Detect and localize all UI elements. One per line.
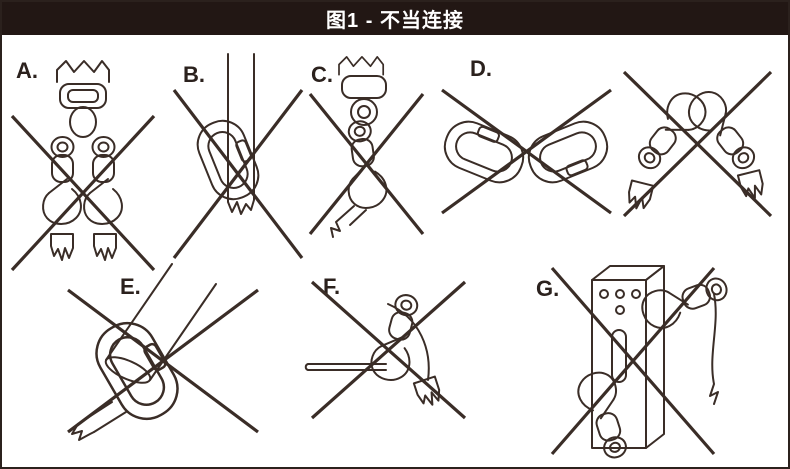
torn-webbing-icon <box>56 60 110 83</box>
cross-mark <box>67 288 259 434</box>
figure-label-b: B. <box>183 62 205 87</box>
bracket-hole-icon <box>615 289 625 299</box>
figure-label-d: D. <box>470 56 492 81</box>
cross-mark <box>308 92 425 236</box>
snap-hook-icon <box>627 84 714 179</box>
illustration-d-carabiners-linked-icon <box>436 88 616 215</box>
illustration-f-hook-on-thin-rod-icon <box>304 280 467 420</box>
carabiner-icon <box>520 113 616 191</box>
figure-label-g: G. <box>536 276 560 301</box>
d-ring-icon <box>69 106 97 138</box>
figure-label-f: F. <box>323 274 341 299</box>
snap-hook-icon <box>680 84 766 179</box>
bracket-hole-icon <box>599 289 609 299</box>
torn-webbing-icon <box>338 55 385 76</box>
buckle-icon <box>341 75 387 99</box>
bracket-hole-icon <box>631 289 641 299</box>
bracket-slot-icon <box>611 329 627 383</box>
panel-d-right <box>614 64 779 224</box>
pipe-icon <box>149 283 217 381</box>
frayed-strap-icon <box>624 179 655 213</box>
illustration-c-hook-on-swivel-icon <box>308 55 425 238</box>
cross-mark <box>622 70 773 218</box>
pipe-end-icon <box>104 356 152 384</box>
cord-icon <box>709 293 719 405</box>
carabiner-icon <box>436 113 532 191</box>
figure-label-a: A. <box>16 58 38 83</box>
illustration-e-carabiner-on-pipe-icon <box>67 263 259 441</box>
panel-d-left <box>434 84 619 219</box>
illustration-b-carabiner-on-strap-icon <box>172 53 304 259</box>
illustration-g-hook-on-bracket-icon <box>550 265 734 464</box>
bracket-hole-icon <box>615 305 625 315</box>
panel-b <box>168 53 308 264</box>
webbing-strap-icon <box>227 53 255 215</box>
cross-mark <box>441 88 612 215</box>
panel-c <box>304 54 429 239</box>
carabiner-icon <box>84 311 190 431</box>
panel-g <box>524 258 734 464</box>
buckle-slot-icon <box>67 89 99 103</box>
beam-top-face-icon <box>591 265 665 281</box>
illustration-a-double-hooks-on-harness-icon <box>10 60 156 272</box>
cross-mark <box>10 114 156 272</box>
frayed-strap-icon <box>93 233 117 261</box>
pipe-icon <box>105 263 173 361</box>
figure-label-e: E. <box>120 274 141 299</box>
illustration-d-hooks-interlocked-icon <box>622 70 773 218</box>
snap-hook-icon <box>42 136 82 225</box>
cross-mark <box>550 266 716 456</box>
cross-mark <box>310 280 467 420</box>
beam-side-face-icon <box>645 265 665 449</box>
strap-line-icon <box>349 209 367 226</box>
figure-title-bar: 图1 - 不当连接 <box>2 2 788 35</box>
swivel-ring-icon <box>357 105 371 119</box>
snap-hook-icon <box>338 117 390 212</box>
panel-f <box>300 268 475 428</box>
figure-label-c: C. <box>311 62 333 87</box>
cross-mark <box>172 89 304 259</box>
figure-title: 图1 - 不当连接 <box>326 10 464 32</box>
frayed-strap-icon <box>330 205 355 238</box>
frayed-strap-icon <box>71 423 95 441</box>
frayed-strap-icon <box>50 233 74 261</box>
panel-a <box>8 58 158 273</box>
panel-e <box>54 263 269 441</box>
snap-hook-icon <box>83 136 123 225</box>
buckle-icon <box>59 83 107 109</box>
swivel-ring-icon <box>350 98 378 126</box>
strap-line-icon <box>387 303 430 381</box>
